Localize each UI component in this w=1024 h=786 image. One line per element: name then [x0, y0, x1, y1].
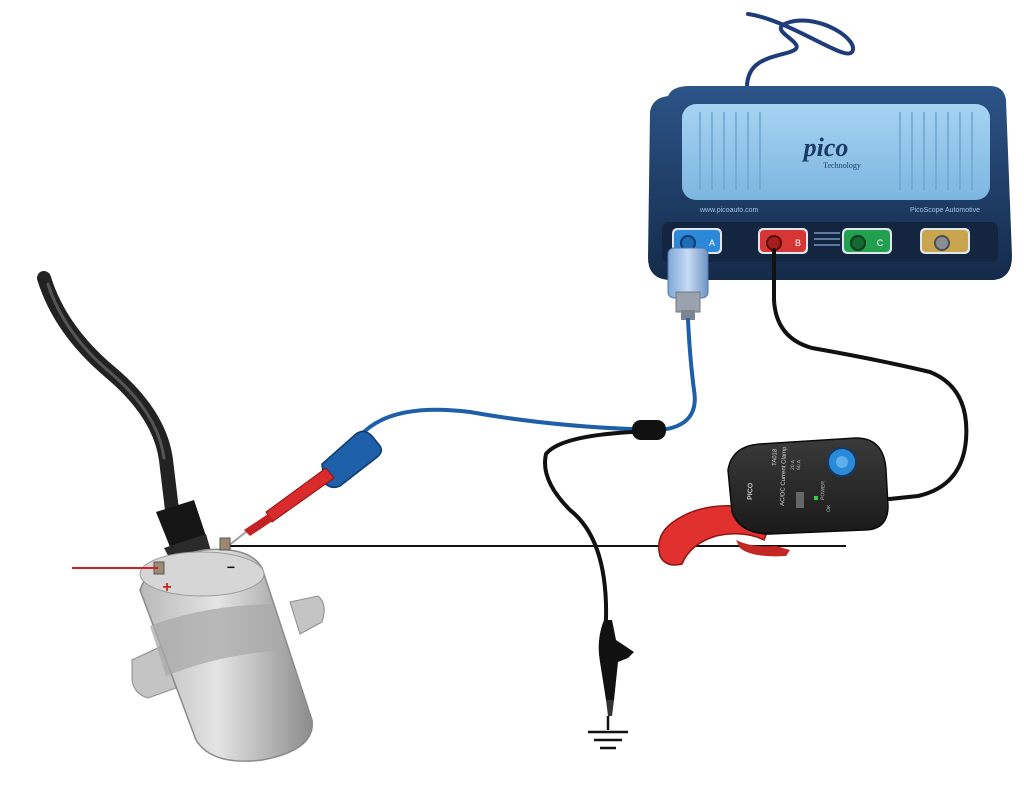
channel-c-port: C: [842, 228, 892, 254]
channel-b-port: B: [758, 228, 808, 254]
clamp-title: AC/DC Current Clamp: [780, 446, 788, 506]
channel-a-label: A: [709, 238, 715, 248]
bnc-connector-a: [667, 247, 709, 320]
clamp-ok-label: OK: [826, 504, 832, 512]
blue-probe-handle: [321, 430, 383, 489]
scope-front-panel: [662, 222, 998, 262]
coil-top: [139, 551, 265, 597]
clamp-power-label: POWER: [820, 481, 827, 500]
scope-website: www.picoauto.com: [699, 207, 759, 214]
red-probe-body: [265, 467, 335, 523]
crocodile-clip: [598, 620, 634, 716]
clamp-brand: PICO: [747, 482, 755, 500]
red-probe-tip: [244, 514, 274, 536]
ht-lead-highlight: [46, 282, 166, 460]
ground-symbol-icon: [588, 716, 628, 750]
clamp-switch: [796, 492, 804, 508]
coil-positive-symbol: +: [162, 579, 171, 596]
clamp-lead-wire: [772, 248, 969, 502]
scope-top-ribs: [699, 112, 973, 190]
probe-splitter: [632, 420, 666, 440]
coil-negative-symbol: −: [227, 559, 235, 575]
scope-top-panel: [682, 104, 990, 200]
blue-probe-cable: [358, 318, 697, 438]
coil-negative-terminal: [219, 537, 231, 551]
ht-lead: [37, 271, 179, 517]
scope-model: PicoScope Automotive: [910, 207, 980, 214]
usb-cable: [745, 12, 855, 88]
coil-band: [150, 604, 286, 676]
probe-needle: [227, 531, 247, 547]
clamp-range-1: 20 A: [790, 459, 796, 470]
channel-b-info-block: [814, 232, 840, 246]
picoscope: pico Technology www.picoauto.com PicoSco…: [648, 86, 1012, 280]
channel-d-port: [920, 228, 970, 254]
scope-brand-sub: Technology: [823, 161, 861, 170]
scope-brand: pico: [802, 133, 849, 162]
channel-c-label: C: [877, 238, 884, 248]
ground-wire: [543, 430, 634, 622]
clamp-red-jaw-lower: [736, 540, 790, 557]
ignition-coil: + −: [131, 500, 325, 762]
clamp-label-panel: PICO TA018 AC/DC Current Clamp 20 A 60 A…: [747, 446, 832, 512]
channel-b-label: B: [795, 238, 801, 248]
clamp-range-2: 60 A: [796, 459, 802, 470]
current-clamp: PICO TA018 AC/DC Current Clamp 20 A 60 A…: [658, 437, 889, 566]
clamp-power-led: [814, 496, 818, 500]
clamp-model-code: TA018: [772, 448, 779, 466]
